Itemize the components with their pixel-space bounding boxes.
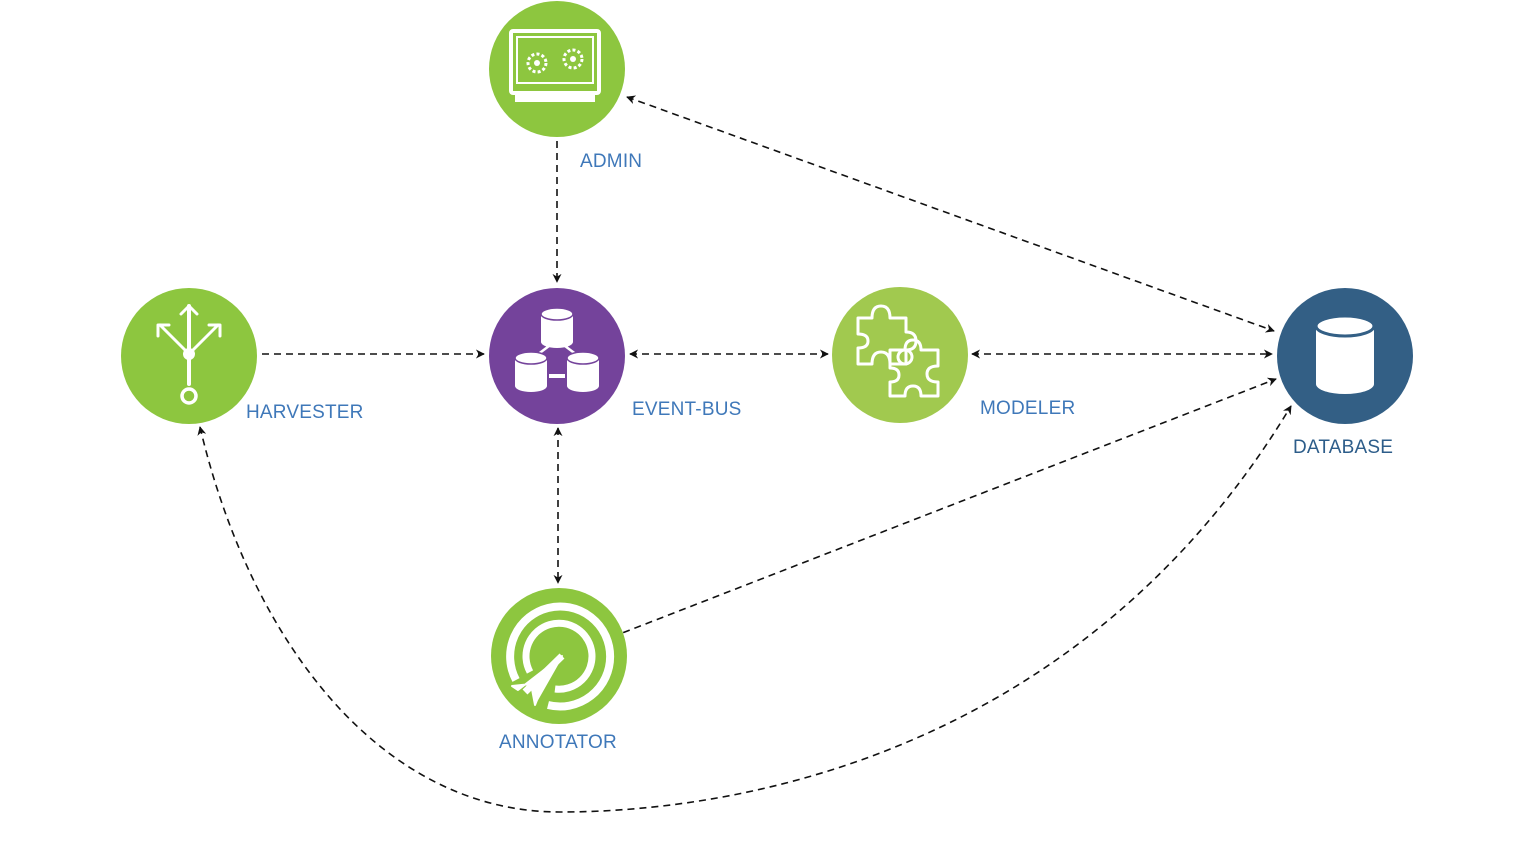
node-annotator[interactable] — [491, 588, 627, 724]
event-bus-label: EVENT-BUS — [632, 399, 742, 420]
node-modeler[interactable] — [832, 287, 968, 423]
edge-admin-database — [626, 95, 1275, 333]
annotator-label: ANNOTATOR — [499, 732, 617, 753]
edge-harvester-database — [197, 405, 1292, 813]
monitor-gears-icon — [509, 29, 601, 102]
branch-arrows-icon — [156, 304, 222, 405]
node-event-bus[interactable] — [489, 288, 625, 424]
puzzle-pieces-icon — [856, 304, 940, 398]
edges — [197, 95, 1292, 813]
database-cylinder-icon — [1314, 314, 1376, 394]
harvester-label: HARVESTER — [246, 402, 364, 423]
database-network-icon — [514, 307, 600, 392]
admin-circle — [489, 1, 625, 137]
node-database[interactable] — [1277, 288, 1413, 424]
node-harvester[interactable] — [121, 288, 257, 424]
admin-label: ADMIN — [580, 151, 643, 172]
modeler-label: MODELER — [980, 398, 1076, 419]
database-label: DATABASE — [1293, 437, 1394, 458]
modeler-circle — [832, 287, 968, 423]
target-cursor-icon — [506, 602, 615, 711]
node-admin[interactable] — [489, 1, 625, 137]
